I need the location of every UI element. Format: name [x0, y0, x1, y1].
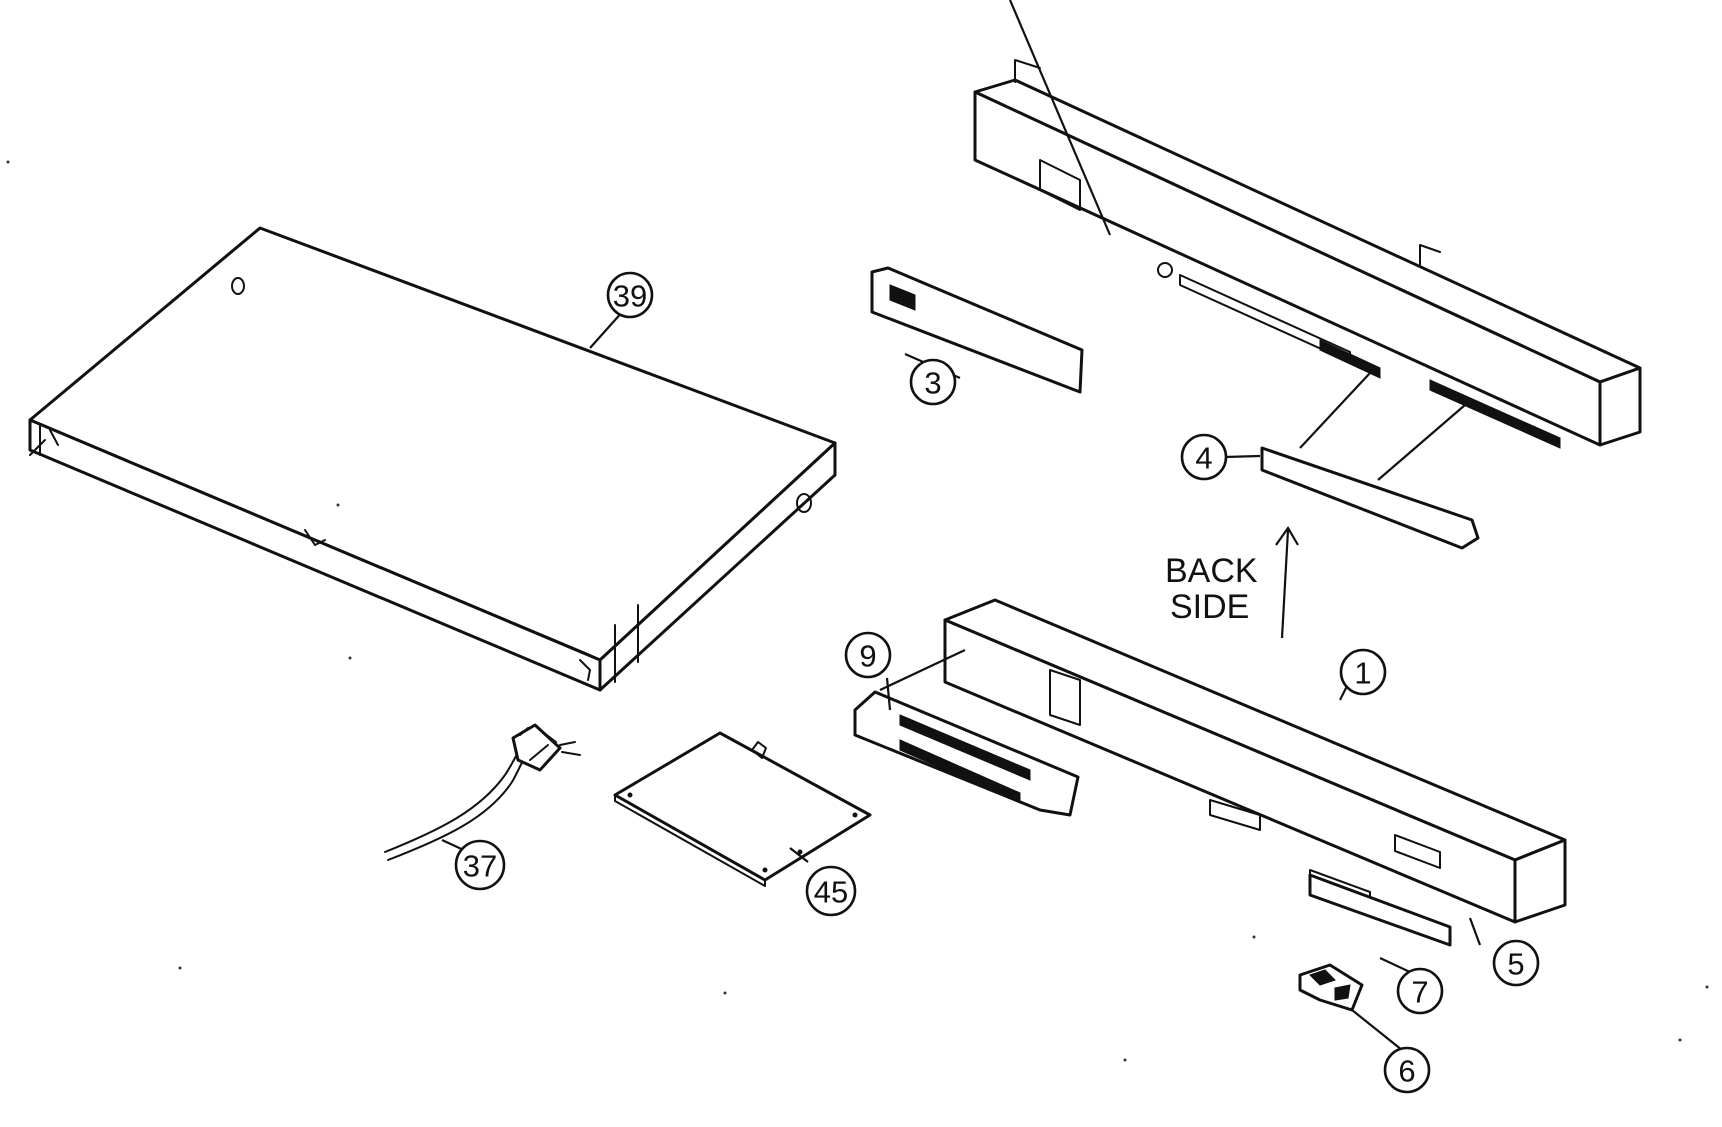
leader-4 — [1224, 454, 1261, 459]
callout-9: 9 — [844, 631, 892, 679]
svg-text:1: 1 — [1354, 656, 1371, 691]
circuit-board-part-45 — [613, 731, 872, 887]
callout-45: 45 — [805, 865, 857, 917]
leader-9 — [885, 677, 892, 711]
front-panel-part-1 — [973, 59, 1642, 449]
callout-3: 3 — [909, 358, 957, 406]
direction-arrow — [1280, 529, 1290, 639]
svg-text:37: 37 — [463, 849, 497, 884]
leader-5 — [1468, 917, 1482, 946]
callout-5: 5 — [1492, 939, 1540, 987]
svg-text:39: 39 — [613, 279, 647, 314]
power-cord-part-37 — [384, 723, 581, 861]
svg-text:7: 7 — [1411, 975, 1428, 1010]
svg-text:4: 4 — [1195, 441, 1212, 476]
leader-7 — [1379, 957, 1413, 974]
svg-text:3: 3 — [924, 366, 941, 401]
svg-text:9: 9 — [859, 639, 876, 674]
callout-6: 6 — [1383, 1046, 1431, 1094]
back-side-label-line1: BACK — [1165, 552, 1258, 590]
front-frame-assembly — [943, 598, 1567, 947]
leader-45 — [789, 847, 809, 863]
back-side-annotation: BACK SIDE — [1165, 525, 1299, 639]
callout-39: 39 — [606, 271, 654, 319]
button-strip-part-9 — [853, 649, 1080, 817]
top-cover-part-39 — [28, 226, 837, 692]
leader-39 — [589, 309, 625, 349]
back-side-label-line2: SIDE — [1170, 588, 1249, 626]
strip-part-4 — [1260, 372, 1480, 550]
switch-part-6 — [1298, 963, 1364, 1012]
callout-37: 37 — [454, 839, 506, 891]
leader-6 — [1351, 1009, 1403, 1051]
callout-4: 4 — [1180, 433, 1228, 481]
callout-1: 1 — [1339, 648, 1387, 696]
svg-text:45: 45 — [814, 875, 848, 910]
arrow-head-icon — [1275, 525, 1299, 546]
svg-text:6: 6 — [1398, 1054, 1415, 1089]
panel-part-3 — [870, 0, 1112, 394]
scan-specks — [6, 160, 1709, 1062]
callout-7: 7 — [1396, 967, 1444, 1015]
svg-text:5: 5 — [1507, 947, 1524, 982]
